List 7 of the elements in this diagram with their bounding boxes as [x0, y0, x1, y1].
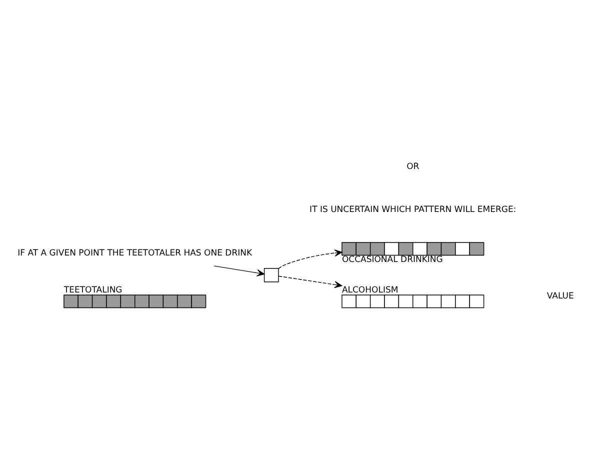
node-label: TEETOTALING [64, 285, 122, 296]
label: VALUE [546, 291, 574, 302]
node-text: IF AT A GIVEN POINT THE TEETOTALER HAS ONE DRINK [18, 248, 252, 258]
label: IT IS UNCERTAIN WHICH PATTERN WILL EMERGE: [310, 204, 516, 215]
node-label: OCCASIONAL DRINKING [342, 254, 443, 265]
node-label: ALCOHOLISM [342, 285, 398, 296]
label: OR [406, 161, 420, 172]
